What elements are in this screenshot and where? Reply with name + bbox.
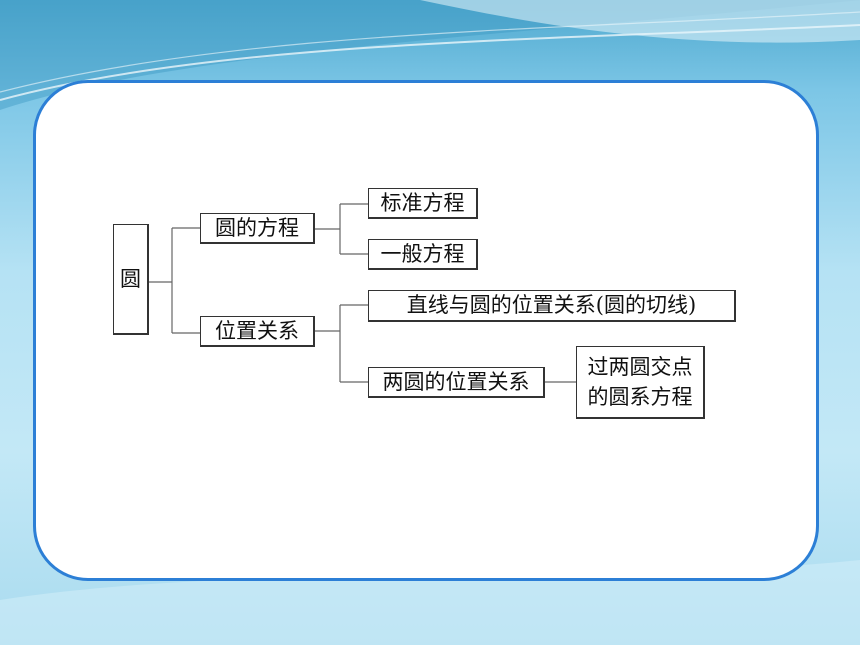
standard-equation-node: 标准方程 <box>368 188 478 219</box>
line-circle-relation-node: 直线与圆的位置关系(圆的切线) <box>368 290 736 322</box>
branch-equation: 圆的方程 <box>200 213 315 244</box>
leaf-line-1: 过两圆交点 <box>587 354 693 379</box>
leaf-line-2: 的圆系方程 <box>587 385 693 409</box>
root-node: 圆 <box>113 224 149 335</box>
content-card <box>33 80 819 581</box>
circle-circle-relation-node: 两圆的位置关系 <box>368 367 545 398</box>
circle-system-equation-node: 过两圆交点 的圆系方程 <box>576 346 705 419</box>
general-equation-node: 一般方程 <box>368 239 478 270</box>
branch-position: 位置关系 <box>200 316 315 347</box>
